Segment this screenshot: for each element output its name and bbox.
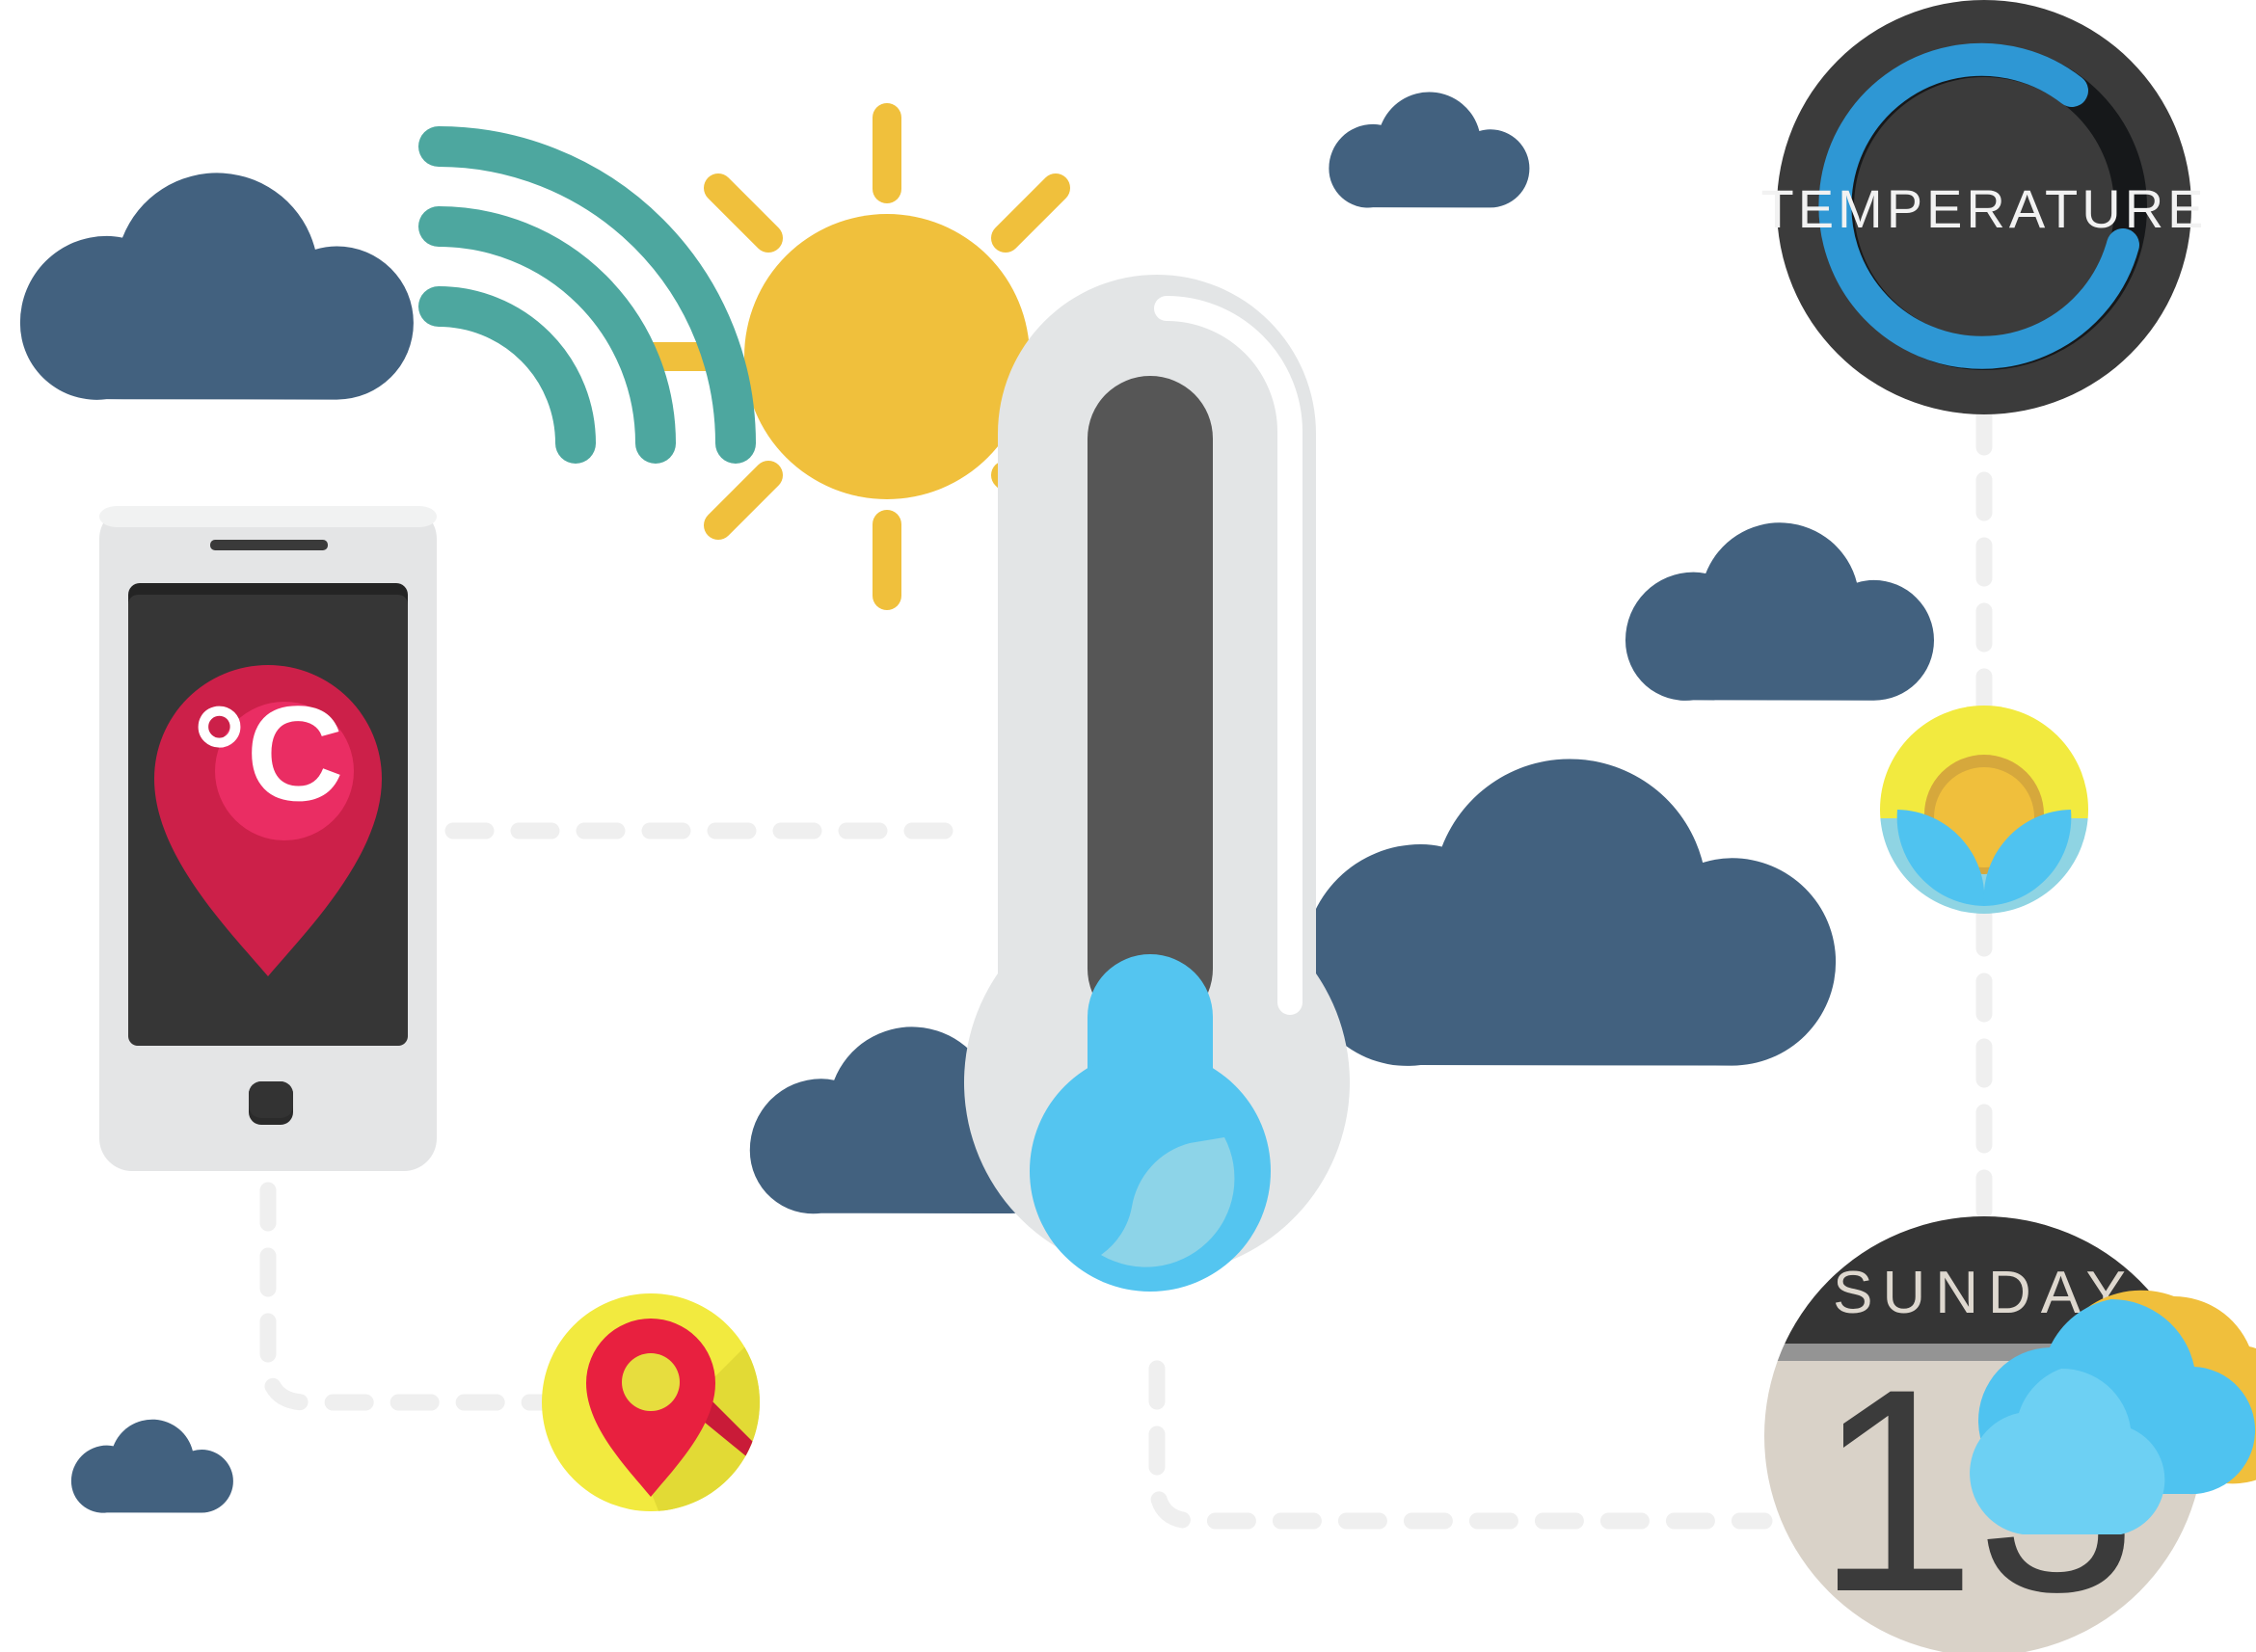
thermometer-tube — [1088, 376, 1213, 1031]
cloud-top-mid — [1329, 92, 1530, 208]
weather-cloud-front — [1970, 1368, 2165, 1534]
marker-shadow — [636, 1325, 760, 1511]
dial-arc-active — [1818, 42, 2139, 369]
cloud-moon-icon — [1970, 1290, 2256, 1534]
connector-phone-marker — [259, 1182, 566, 1411]
pin-inner-circle — [215, 702, 354, 840]
celsius-location-pin[interactable]: °C — [154, 665, 382, 976]
phone-top-bevel — [99, 506, 437, 527]
sunrise-wave-left — [1896, 810, 1985, 906]
connector-thermometer-calendar — [1148, 1360, 1773, 1530]
cloud-center-large — [1303, 759, 1837, 1066]
sunrise-wave-right — [1983, 810, 2072, 906]
sun-disc — [744, 214, 1030, 499]
wifi-arc-middle — [418, 206, 676, 464]
cloud-top-left — [19, 173, 414, 400]
dashed-connector-group — [259, 406, 1993, 1530]
cloud-bottom-left — [70, 1419, 233, 1513]
phone-home-button-top — [249, 1081, 293, 1118]
marker-pin-hole — [622, 1353, 680, 1411]
thermometer-highlight — [1154, 296, 1303, 1015]
cloud-right-upper — [1625, 522, 1934, 701]
pin-celsius-label: °C — [192, 678, 343, 829]
cloud-group — [19, 92, 1934, 1513]
thermometer-bulb-highlight — [1101, 1137, 1235, 1267]
wifi-arc-outer — [418, 126, 756, 464]
dial-label: TEMPERATURE — [1761, 178, 2208, 239]
wifi-arc-inner — [418, 286, 596, 464]
phone-earpiece — [210, 540, 328, 550]
